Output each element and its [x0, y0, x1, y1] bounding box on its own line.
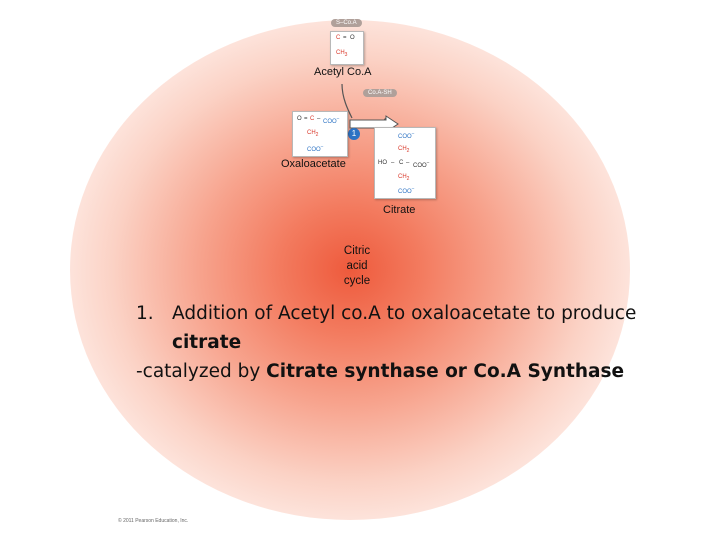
coa-sh-badge: Co.A-SH — [363, 89, 397, 97]
acetyl-oxygen: O — [350, 35, 355, 41]
s-coa-badge: S–Co.A — [331, 19, 362, 27]
citrate-coo-bot: COO− — [398, 186, 415, 195]
acetyl-double-bond: = — [343, 35, 347, 41]
citrate-structure: COO− CH2 HO – C – COO− CH2 COO− — [374, 127, 436, 199]
citric-acid-cycle-label: Citric acid cycle — [327, 244, 387, 289]
citrate-dash2: – — [406, 160, 410, 166]
step-line-2: citrate — [172, 332, 242, 353]
citrate-coo-mid: COO− — [413, 160, 430, 169]
citrate-ho: HO — [378, 160, 387, 166]
oxalo-c1: C — [310, 116, 315, 122]
background-glow — [70, 20, 630, 520]
catalyzed-by-text: -catalyzed by — [136, 361, 267, 382]
copyright-notice: © 2011 Pearson Education, Inc. — [118, 518, 189, 524]
oxaloacetate-structure: O = C – COO− CH2 COO− — [292, 111, 348, 157]
oxalo-coo2: COO− — [307, 144, 324, 153]
enzyme-names: Citrate synthase or Co.A Synthase — [266, 361, 625, 382]
citrate-c: C — [399, 160, 404, 166]
citrate-ch2-bot: CH2 — [398, 174, 410, 183]
acetyl-carbonyl-c: C — [336, 35, 341, 41]
cycle-word-cycle: cycle — [343, 275, 371, 287]
step-number: 1. — [136, 303, 154, 324]
acetyl-coa-structure: C = O CH3 — [330, 31, 364, 65]
oxalo-eq: = — [304, 116, 308, 122]
step-1-badge: 1 — [348, 128, 360, 140]
oxaloacetate-label: Oxaloacetate — [281, 158, 346, 170]
citrate-dash1: – — [391, 160, 395, 166]
cycle-word-citric: Citric — [343, 245, 371, 257]
acetyl-methyl: CH3 — [336, 50, 348, 59]
citrate-coo-top: COO− — [398, 131, 415, 140]
acetyl-coa-label: Acetyl Co.A — [314, 66, 372, 78]
cycle-word-acid: acid — [346, 260, 368, 272]
citrate-label: Citrate — [383, 204, 416, 216]
step-line-3: -catalyzed by Citrate synthase or Co.A S… — [136, 361, 624, 382]
oxalo-coo1: COO− — [323, 116, 340, 125]
step-line-1: Addition of Acetyl co.A to oxaloacetate … — [172, 303, 637, 324]
oxalo-dash: – — [317, 116, 321, 122]
citrate-ch2-top: CH2 — [398, 146, 410, 155]
oxalo-ch2: CH2 — [307, 130, 319, 139]
oxalo-keto-o: O — [297, 116, 302, 122]
